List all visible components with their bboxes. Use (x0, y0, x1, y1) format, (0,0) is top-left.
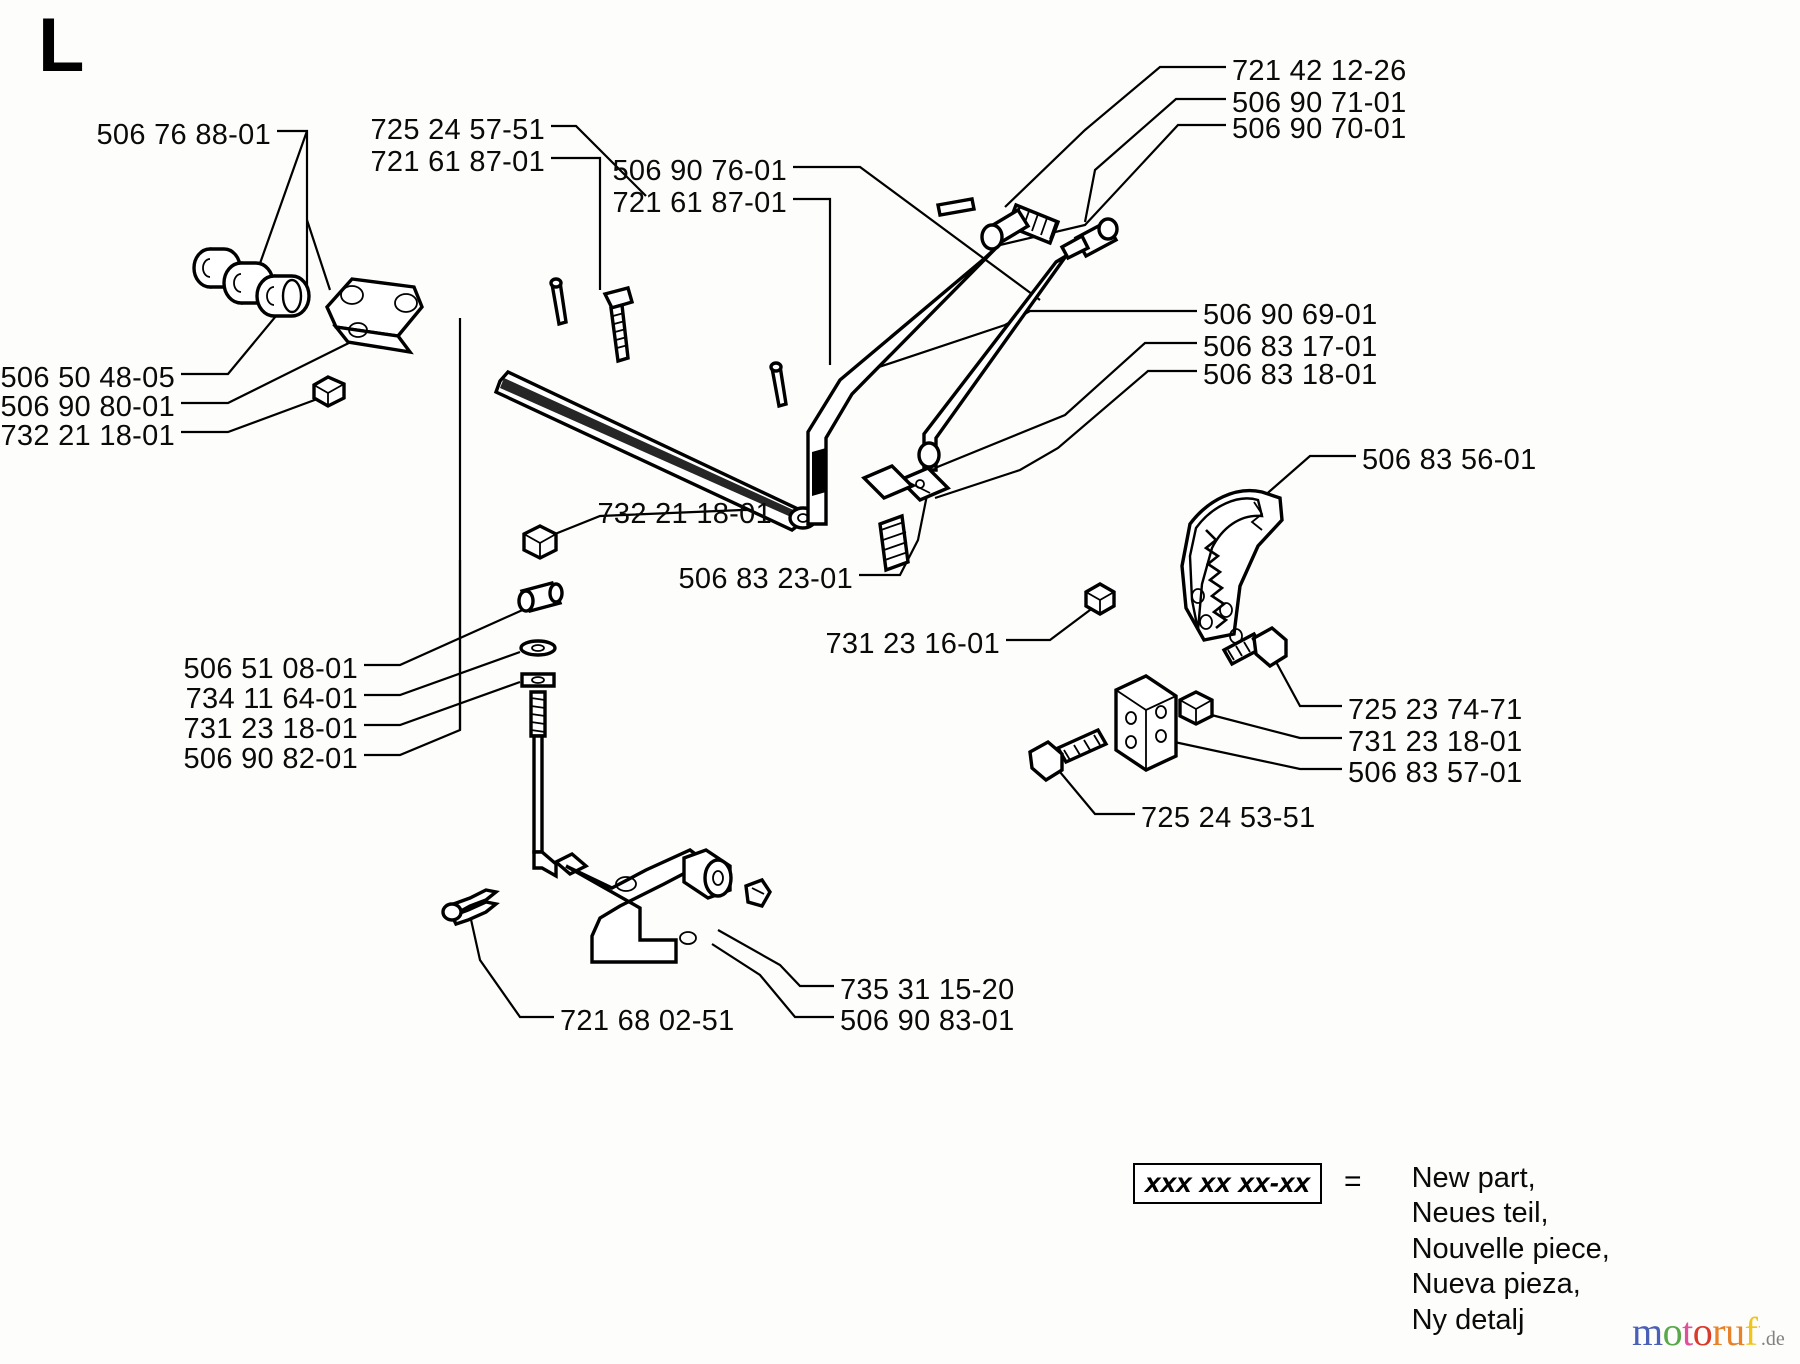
part-pin-a (549, 277, 568, 327)
part-bolt-right-a (1221, 625, 1288, 669)
callout-506-76-88-01: 506 76 88-01 (96, 119, 271, 151)
callout-721-61-87-01-upper: 721 61 87-01 (370, 146, 545, 178)
new-part-legend: xxx xx xx-xx = New part, Neues teil, Nou… (1133, 1161, 1610, 1338)
callout-506-90-83-01: 506 90 83-01 (840, 1005, 1015, 1037)
part-washer-a (519, 639, 557, 657)
part-main-rod (493, 369, 818, 532)
part-toothed-quadrant (1180, 489, 1284, 644)
motoruf-watermark: motoruf·.de (1632, 1312, 1785, 1352)
legend-equals-sign: = (1344, 1165, 1362, 1198)
part-pin-lower-left (517, 580, 564, 614)
sheet-letter: L (38, 3, 84, 88)
part-link-plate (324, 277, 424, 355)
callout-506-83-18-01: 506 83 18-01 (1203, 359, 1378, 391)
part-washer-b (520, 672, 556, 688)
part-bushings-upper-left (192, 247, 311, 318)
callout-506-90-76-01: 506 90 76-01 (612, 155, 787, 187)
watermark-letter: m (1632, 1309, 1663, 1354)
part-long-bolt (529, 690, 558, 879)
part-nut-right-b (1178, 690, 1214, 726)
legend-term-sv: Ny detalj (1411, 1303, 1525, 1336)
callout-506-83-57-01: 506 83 57-01 (1348, 757, 1523, 789)
legend-terms: New part, Neues teil, Nouvelle piece, Nu… (1412, 1161, 1610, 1338)
legend-term-fr: Nouvelle piece, (1411, 1232, 1610, 1265)
watermark-letter: f (1744, 1309, 1758, 1354)
callout-732-21-18-01-mid: 732 21 18-01 (597, 498, 772, 530)
part-bolt-a (602, 285, 635, 364)
callout-734-11-64-01: 734 11 64-01 (185, 683, 358, 715)
callout-725-24-53-51: 725 24 53-51 (1141, 802, 1316, 834)
legend-term-en: New part, (1411, 1162, 1536, 1194)
part-nut-right-a (1084, 582, 1116, 616)
callout-506-90-70-01: 506 90 70-01 (1232, 113, 1407, 145)
callout-725-24-57-51: 725 24 57-51 (370, 114, 545, 146)
part-handle-arm-upper (806, 244, 1000, 526)
callout-506-90-71-01: 506 90 71-01 (1232, 87, 1407, 119)
legend-code-box: xxx xx xx-xx (1133, 1163, 1323, 1205)
part-nut-small-left (312, 375, 346, 408)
watermark-suffix: .de (1760, 1328, 1785, 1350)
part-secondary-rod (922, 254, 1068, 472)
callout-721-42-12-26: 721 42 12-26 (1232, 55, 1407, 87)
watermark-letter: o (1662, 1309, 1683, 1354)
callout-731-23-18-01-right: 731 23 18-01 (1348, 726, 1523, 758)
callout-731-23-16-01: 731 23 16-01 (825, 628, 1000, 660)
part-pin-b (769, 361, 788, 409)
part-lever-assembly (441, 848, 772, 964)
callout-725-23-74-71: 725 23 74-71 (1348, 694, 1523, 726)
callout-506-90-82-01: 506 90 82-01 (183, 743, 358, 775)
watermark-letter: o (1692, 1309, 1713, 1354)
legend-term-de: Neues teil, (1411, 1197, 1549, 1230)
callout-721-68-02-51: 721 68 02-51 (560, 1005, 735, 1037)
part-adjuster-assembly (935, 197, 1119, 261)
watermark-letter: r (1712, 1309, 1726, 1354)
callout-506-90-69-01: 506 90 69-01 (1203, 299, 1378, 331)
part-bolt-right-b (1028, 727, 1109, 783)
callout-735-31-15-20: 735 31 15-20 (840, 974, 1015, 1006)
watermark-tm-dot: · (1757, 1319, 1761, 1334)
callout-506-83-17-01: 506 83 17-01 (1203, 331, 1378, 363)
part-nut-mid-left (522, 524, 558, 560)
part-bracket-right (1114, 674, 1178, 772)
callout-506-83-56-01: 506 83 56-01 (1362, 444, 1537, 476)
callout-732-21-18-01-upper: 732 21 18-01 (0, 420, 175, 452)
part-spring-mid (878, 513, 910, 573)
watermark-letter: u (1725, 1309, 1745, 1354)
part-fittings-mid-right (861, 441, 951, 503)
legend-term-es: Nueva pieza, (1411, 1268, 1581, 1301)
callout-506-83-23-01: 506 83 23-01 (678, 563, 853, 595)
watermark-letter: t (1682, 1309, 1693, 1354)
callout-506-51-08-01: 506 51 08-01 (183, 653, 358, 685)
callout-506-90-80-01: 506 90 80-01 (0, 391, 175, 423)
callout-506-50-48-05: 506 50 48-05 (0, 362, 175, 394)
callout-721-61-87-01-lower: 721 61 87-01 (612, 187, 787, 219)
callout-731-23-18-01-left: 731 23 18-01 (183, 713, 358, 745)
